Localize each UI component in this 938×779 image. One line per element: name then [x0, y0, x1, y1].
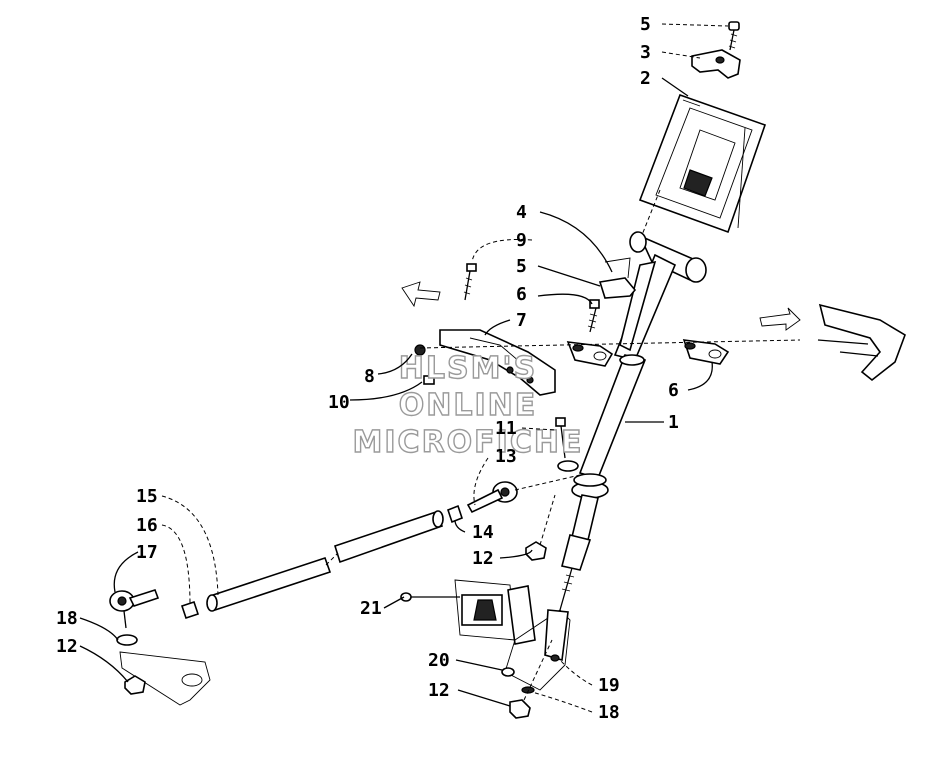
callout-12-bottom: 12 — [428, 680, 450, 701]
callout-3: 3 — [640, 42, 651, 63]
watermark-line1: HLSM'S — [399, 351, 537, 386]
bolt-11 — [555, 417, 566, 459]
callout-19: 19 — [598, 675, 620, 696]
washer-18-bottom — [521, 686, 535, 694]
callout-10: 10 — [328, 392, 350, 413]
tie-rod-end-upper — [466, 474, 581, 514]
clamp-block-left — [566, 341, 614, 367]
tie-rod-tube — [206, 510, 444, 612]
callout-4: 4 — [516, 202, 527, 223]
steering-post — [559, 231, 707, 611]
callout-leaders — [79, 23, 729, 713]
nut-12-bottom — [509, 699, 531, 719]
callout-16: 16 — [136, 515, 158, 536]
handlebar-pad — [638, 93, 767, 234]
nut-12-left — [124, 675, 146, 695]
callout-9: 9 — [516, 230, 527, 251]
nut-10 — [423, 375, 435, 385]
callout-5-top: 5 — [640, 14, 651, 35]
callout-1: 1 — [668, 412, 679, 433]
watermark-line2: ONLINE — [399, 388, 538, 423]
callout-labels: 5 3 2 4 9 5 6 7 8 10 6 1 11 13 14 12 15 … — [56, 14, 679, 723]
washer-13 — [557, 460, 579, 472]
callout-7: 7 — [516, 310, 527, 331]
screw-9 — [463, 263, 477, 301]
callout-17: 17 — [136, 542, 158, 563]
callout-20: 20 — [428, 650, 450, 671]
callout-14: 14 — [472, 522, 494, 543]
jam-nut-16 — [180, 600, 200, 620]
callout-21: 21 — [360, 598, 382, 619]
left-arrow-outline — [401, 281, 441, 308]
watermark-line3: MICROFICHE — [353, 425, 584, 460]
callout-13: 13 — [495, 446, 517, 467]
upper-clamp — [598, 257, 637, 299]
tie-rod-end-lower — [109, 589, 160, 629]
callout-8: 8 — [364, 366, 375, 387]
callout-2: 2 — [640, 68, 651, 89]
callout-12-left: 12 — [56, 636, 78, 657]
cap-screw-top — [728, 21, 740, 51]
callout-15: 15 — [136, 486, 158, 507]
callout-18-left: 18 — [56, 608, 78, 629]
washer-18-left — [116, 634, 138, 646]
callout-6-right: 6 — [668, 380, 679, 401]
handlebar-clamp — [691, 49, 741, 79]
clamp-block-right — [682, 339, 730, 365]
callout-6-top: 6 — [516, 284, 527, 305]
callout-5-mid: 5 — [516, 256, 527, 277]
cap-screw-mid — [587, 299, 600, 333]
nut-20 — [501, 667, 515, 677]
frame-section-right — [759, 303, 906, 382]
bearing-block — [400, 579, 536, 645]
watermark: HLSM'S ONLINE MICROFICHE — [352, 350, 584, 460]
steering-bracket — [439, 329, 556, 396]
nut-12-mid — [525, 541, 547, 561]
callout-12-mid: 12 — [472, 548, 494, 569]
spindle-arm — [119, 651, 211, 706]
jam-nut-14 — [447, 504, 463, 524]
parts-illustration — [109, 21, 906, 719]
callout-11: 11 — [495, 418, 517, 439]
callout-18-bottom: 18 — [598, 702, 620, 723]
